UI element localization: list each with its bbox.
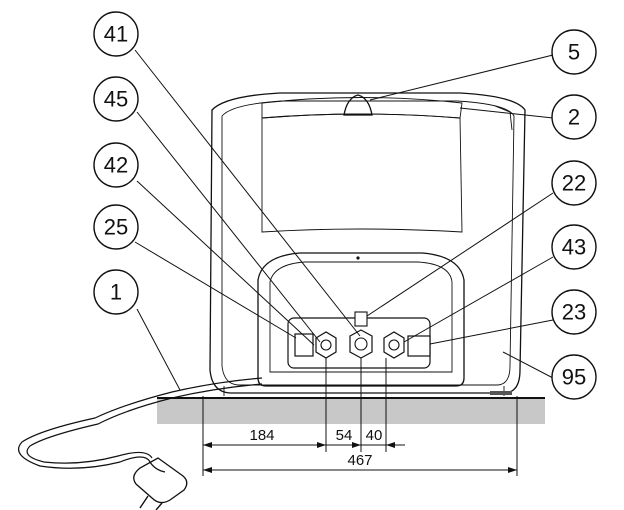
leader-41 [134, 49, 361, 337]
leader-5 [369, 54, 554, 101]
callout-25-label: 25 [104, 215, 128, 240]
callout-43: 43 [551, 224, 597, 270]
housing-inner [221, 100, 515, 386]
dim-54: 54 [336, 427, 353, 444]
fitting-42-bore [320, 339, 332, 351]
fitting-25 [294, 333, 314, 357]
arrow-467-right [508, 467, 517, 473]
leader-43 [403, 256, 554, 343]
fitting-22 [354, 311, 368, 327]
callout-25: 25 [93, 204, 139, 250]
callout-42-label: 42 [104, 153, 128, 178]
top-knob [343, 94, 373, 116]
recess-inner [269, 261, 453, 373]
callout-1: 1 [93, 269, 139, 315]
arrow-54-right [352, 442, 361, 448]
callout-5: 5 [551, 29, 597, 75]
power-plug [133, 457, 188, 504]
arrow-184-right [317, 442, 326, 448]
fitting-41-bore [354, 337, 368, 351]
base-label-mark [490, 391, 512, 395]
dim-184: 184 [249, 427, 274, 444]
callout-22-label: 22 [562, 171, 586, 196]
callout-41-label: 41 [104, 22, 128, 47]
leader-22 [366, 192, 554, 317]
recess-dot [356, 256, 360, 260]
callout-42: 42 [93, 142, 139, 188]
callout-45-label: 45 [104, 87, 128, 112]
callout-2-label: 2 [568, 105, 580, 130]
callout-23: 23 [551, 289, 597, 335]
callout-45: 45 [93, 76, 139, 122]
dim-40: 40 [366, 427, 383, 444]
fitting-23 [407, 335, 431, 357]
callout-41: 41 [93, 11, 139, 57]
leader-45 [136, 111, 321, 343]
leader-1 [136, 308, 181, 391]
leader-42 [136, 180, 315, 346]
callout-95-label: 95 [562, 365, 586, 390]
dim-467: 467 [347, 452, 372, 469]
plug-pin-1 [139, 495, 149, 509]
front-panel [261, 113, 463, 233]
arrow-184-left [203, 442, 212, 448]
callout-2: 2 [551, 94, 597, 140]
arrow-467-left [203, 467, 212, 473]
arrow-40-left [386, 442, 395, 448]
callout-23-label: 23 [562, 300, 586, 325]
power-cable-2 [26, 383, 263, 464]
housing-outer [209, 92, 526, 394]
leader-23 [429, 319, 554, 345]
callout-43-label: 43 [562, 235, 586, 260]
housing-foot [223, 386, 505, 396]
fitting-43-bore [388, 339, 400, 351]
floor-slab [157, 398, 545, 424]
plug-pin-2 [155, 502, 163, 510]
callout-1-label: 1 [110, 280, 122, 305]
callout-5-label: 5 [568, 40, 580, 65]
callout-95: 95 [551, 354, 597, 400]
leader-95 [502, 351, 554, 379]
connection-recess [257, 252, 465, 387]
right-side-edge [494, 105, 513, 131]
power-cable [18, 377, 263, 473]
leader-25 [134, 241, 297, 339]
callout-22: 22 [551, 160, 597, 206]
leader-2 [459, 107, 554, 119]
